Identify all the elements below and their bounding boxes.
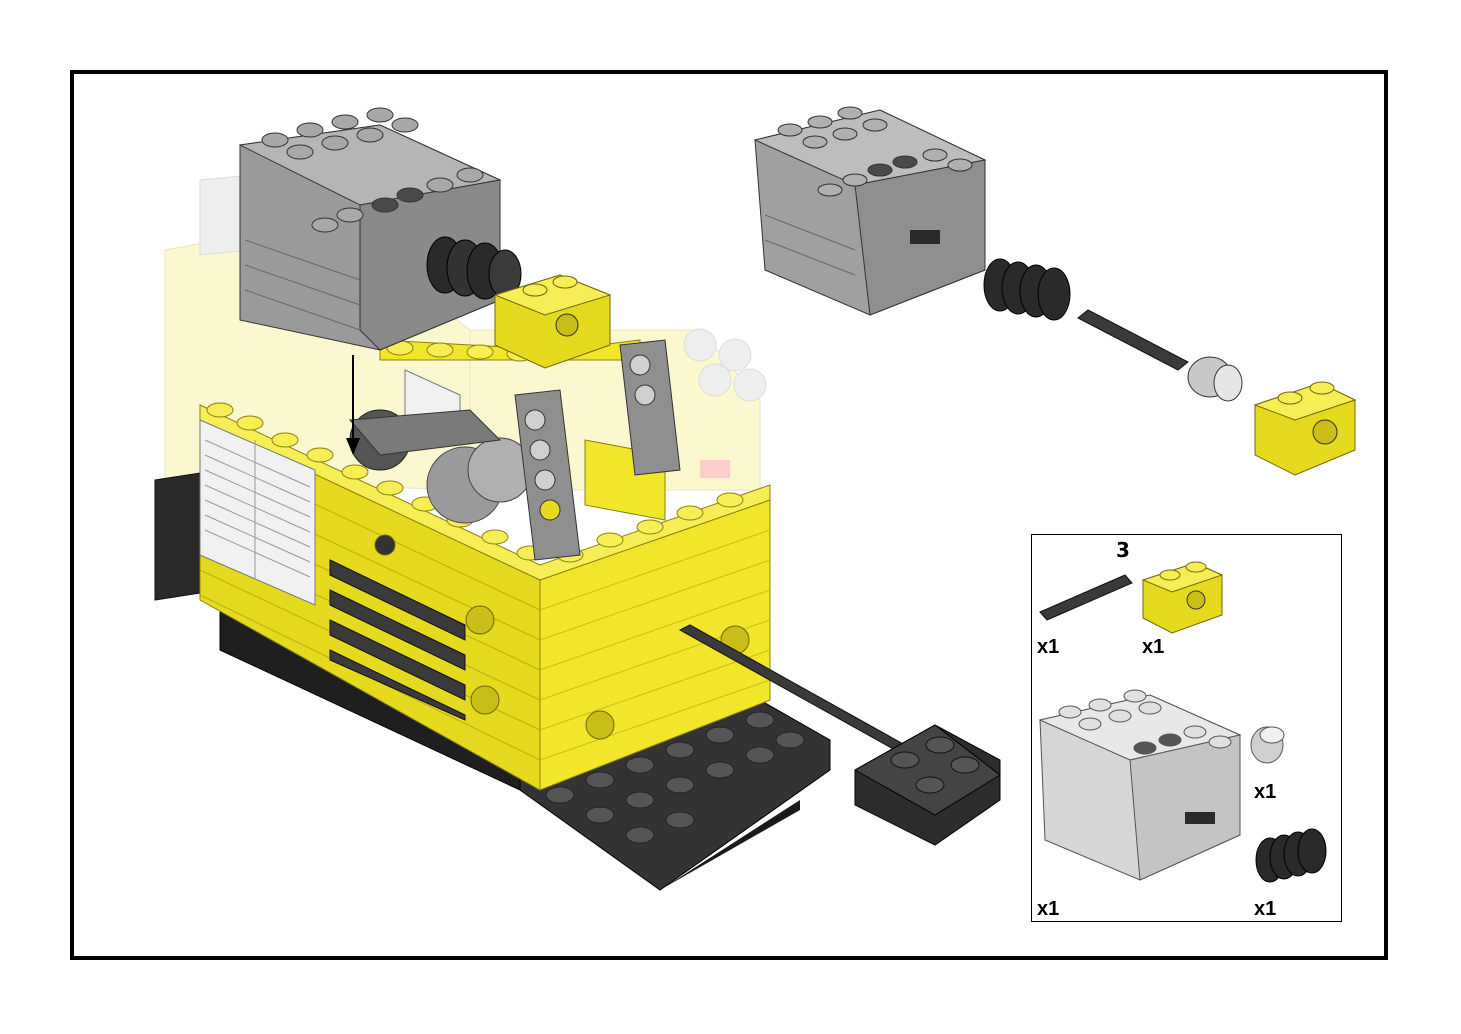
part-count-axle: x1	[1037, 636, 1060, 658]
motor-main	[238, 107, 612, 369]
gears	[348, 409, 533, 524]
output-axle-and-brick	[678, 624, 1001, 846]
yellow-technic-brick	[493, 274, 612, 369]
down-arrow-icon	[346, 355, 360, 455]
yellow-body	[199, 339, 771, 791]
part-count-bush: x1	[1254, 781, 1277, 803]
liftarms	[514, 339, 681, 561]
worm-gear-icon	[1255, 828, 1327, 883]
part-count-motor: x1	[1037, 898, 1060, 920]
dark-rails	[329, 559, 466, 721]
axle-icon	[1039, 574, 1133, 621]
technic-brick-1x2-yellow-icon	[1141, 561, 1224, 634]
motor-icon	[1038, 689, 1242, 881]
part-count-worm-gear: x1	[1254, 898, 1277, 920]
worm-gear	[426, 236, 522, 300]
sub-step-number: 3	[1116, 538, 1130, 562]
exploded-parts	[753, 106, 1357, 476]
bush-icon	[1250, 726, 1285, 764]
part-count-technic-brick: x1	[1142, 636, 1165, 658]
